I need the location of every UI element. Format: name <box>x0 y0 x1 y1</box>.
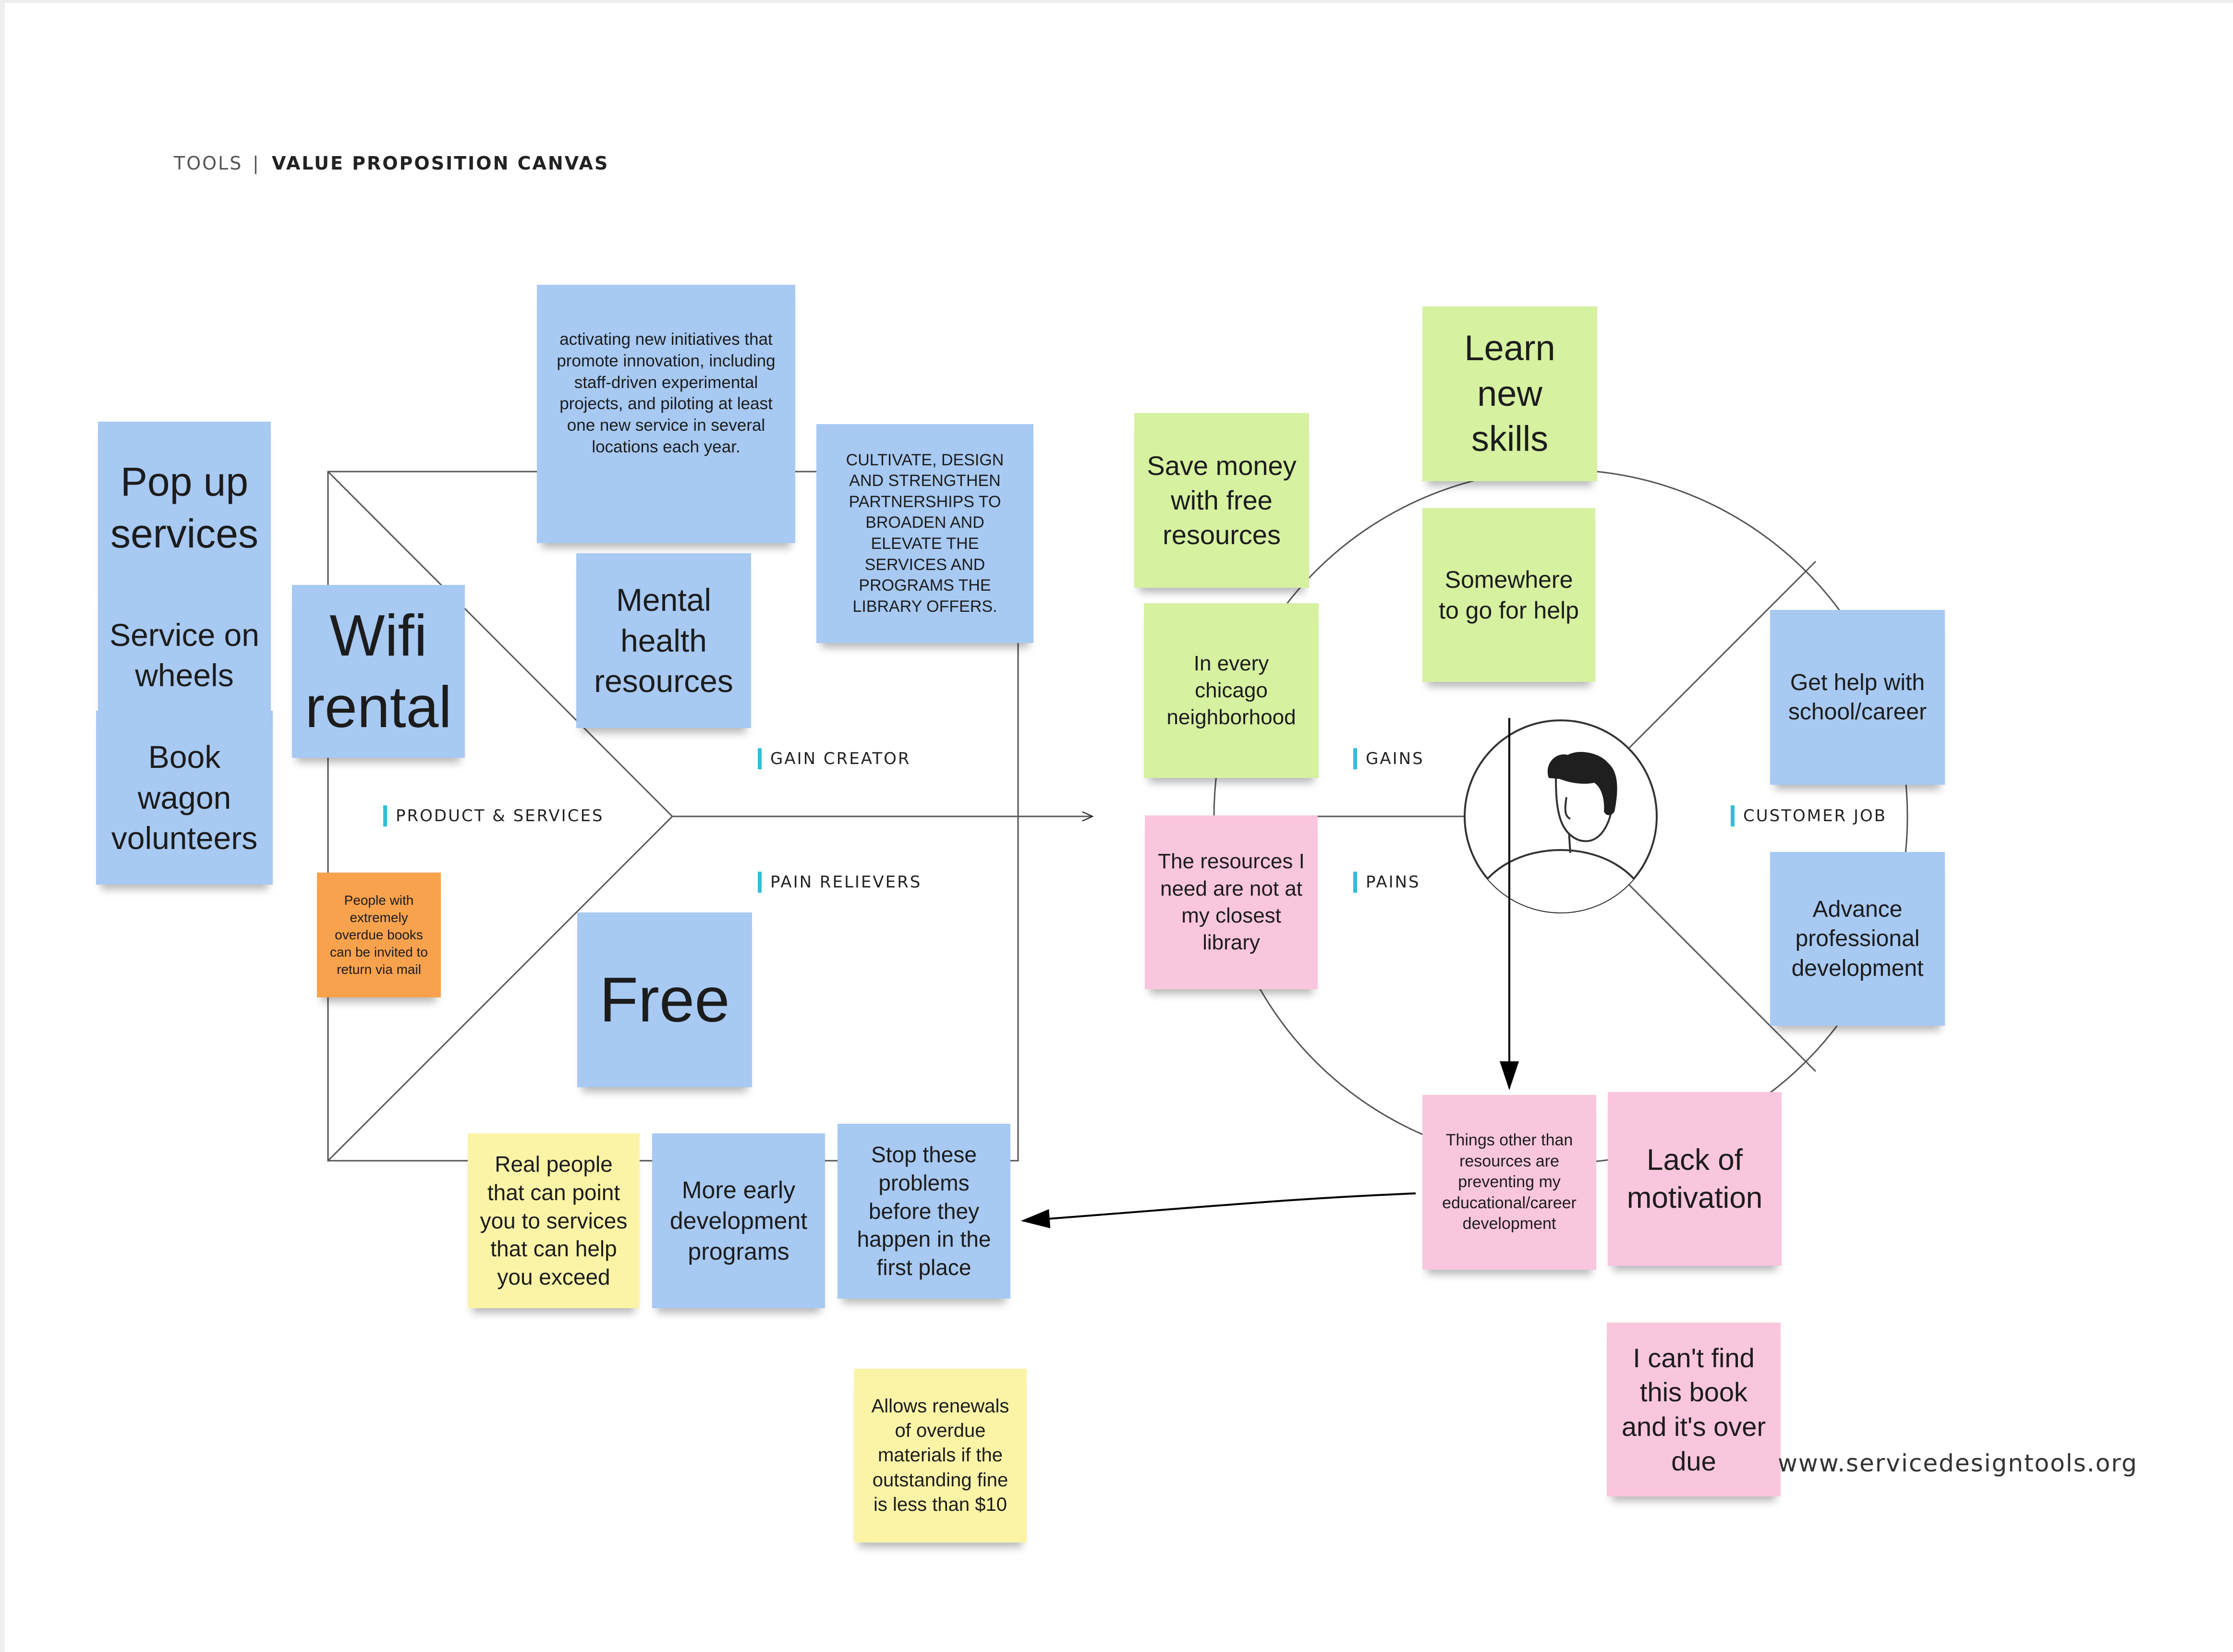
section-label-products-services: PRODUCT & SERVICES <box>383 805 604 826</box>
section-label-pains: PAINS <box>1353 872 1420 893</box>
sticky-note-early-development[interactable]: More early development programs <box>652 1133 825 1308</box>
sticky-note-lack-motivation[interactable]: Lack of motivation <box>1608 1092 1782 1266</box>
sticky-note-somewhere-help[interactable]: Somewhere to go for help <box>1422 508 1595 682</box>
sticky-note-stop-problems[interactable]: Stop these problems before they happen i… <box>837 1124 1010 1299</box>
sticky-note-people-overdue[interactable]: People with extremely overdue books can … <box>317 873 441 997</box>
sticky-note-service-on-wheels[interactable]: Service on wheels <box>98 590 271 720</box>
person-avatar-icon <box>1464 719 1658 913</box>
sticky-note-pop-up-services[interactable]: Pop up services <box>98 422 271 595</box>
sticky-note-resources-not-closest[interactable]: The resources I need are not at my close… <box>1145 815 1318 989</box>
frame-top-border <box>0 0 2233 3</box>
section-label-gains: GAINS <box>1353 748 1424 769</box>
sticky-note-save-money[interactable]: Save money with free resources <box>1134 413 1309 588</box>
sticky-note-activating-initiatives[interactable]: activating new initiatives that promote … <box>537 285 795 543</box>
sticky-note-get-help[interactable]: Get help with school/career <box>1770 610 1945 785</box>
sticky-note-wifi-rental[interactable]: Wifi rental <box>292 585 465 758</box>
section-label-pain-relievers: PAIN RELIEVERS <box>758 872 922 893</box>
pain-to-reliever-arrow <box>1021 1192 1416 1228</box>
sticky-note-every-neighborhood[interactable]: In every chicago neighborhood <box>1144 603 1319 778</box>
sticky-note-book-wagon[interactable]: Book wagon volunteers <box>96 711 273 885</box>
page-title: VALUE PROPOSITION CANVAS <box>272 153 609 174</box>
header-tools-label: TOOLS <box>174 153 243 174</box>
sticky-note-allows-renewals[interactable]: Allows renewals of overdue materials if … <box>854 1369 1027 1543</box>
sticky-note-professional-development[interactable]: Advance professional development <box>1770 852 1945 1026</box>
header-separator: | <box>253 153 260 174</box>
footer-url: www.servicedesigntools.org <box>1778 1449 2138 1477</box>
frame-left-border <box>0 0 5 1652</box>
sticky-note-things-other[interactable]: Things other than resources are preventi… <box>1422 1095 1596 1270</box>
sticky-note-cultivate[interactable]: CULTIVATE, DESIGN AND STRENGTHEN PARTNER… <box>816 424 1033 643</box>
sticky-note-free[interactable]: Free <box>577 912 752 1087</box>
sticky-note-learn-skills[interactable]: Learn new skills <box>1422 306 1597 481</box>
sticky-note-mental-health[interactable]: Mental health resources <box>576 553 751 728</box>
section-label-customer-job: CUSTOMER JOB <box>1731 805 1887 826</box>
sticky-note-real-people[interactable]: Real people that can point you to servic… <box>468 1133 640 1308</box>
section-label-gain-creator: GAIN CREATOR <box>758 748 911 769</box>
sticky-note-cant-find-book[interactable]: I can't find this book and it's over due <box>1607 1323 1781 1496</box>
